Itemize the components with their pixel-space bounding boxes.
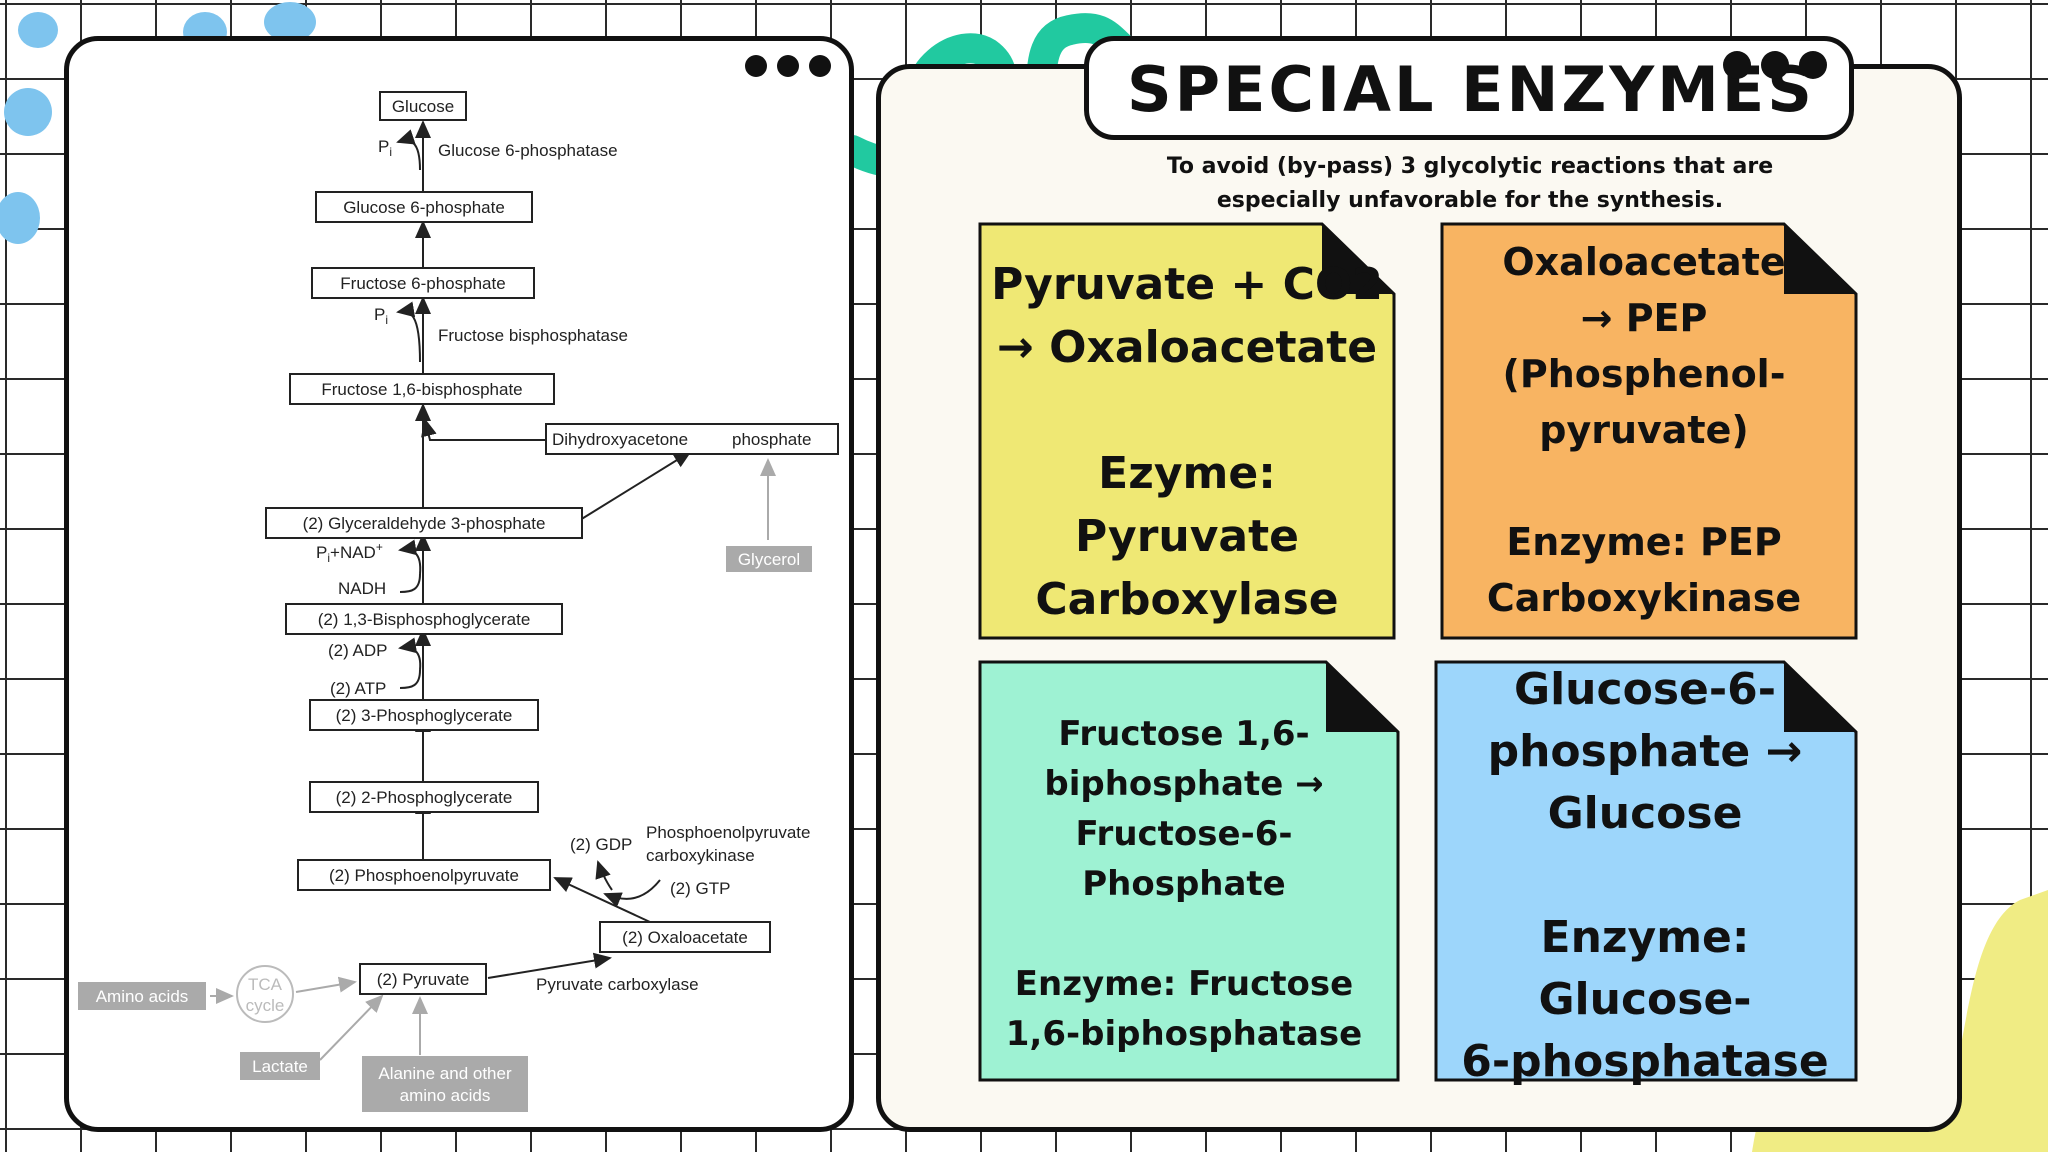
label-pyruvate-carboxylase: Pyruvate carboxylase xyxy=(536,975,699,994)
dot-icon xyxy=(1799,51,1827,79)
box-alanine-line1: Alanine and other xyxy=(378,1064,512,1083)
note-shape xyxy=(1434,660,1858,1082)
label-pi-nad: Pi+NAD+ xyxy=(316,540,383,565)
box-alanine-line2: amino acids xyxy=(400,1086,491,1105)
box-glyceraldehyde-3-phosphate: (2) Glyceraldehyde 3-phosphate xyxy=(303,514,546,533)
label-nadh: NADH xyxy=(338,579,386,598)
box-dhap-part2: phosphate xyxy=(732,430,811,449)
label-pi-2: Pi xyxy=(374,305,388,327)
box-oxaloacetate: (2) Oxaloacetate xyxy=(622,928,748,947)
box-fructose-1-6-bisphosphate: Fructose 1,6-bisphosphate xyxy=(321,380,522,399)
dot-icon xyxy=(809,55,831,77)
title-banner: SPECIAL ENZYMES xyxy=(1084,36,1854,140)
box-glucose: Glucose xyxy=(392,97,454,116)
card-text: Oxaloacetate → PEP (Phosphenol- pyruvate… xyxy=(1486,240,1802,620)
note-shape xyxy=(978,660,1400,1082)
dot-icon xyxy=(777,55,799,77)
box-3-phosphoglycerate: (2) 3-Phosphoglycerate xyxy=(336,706,513,725)
label-pepck-line1: Phosphoenolpyruvate xyxy=(646,823,810,842)
enzyme-card-pep-carboxykinase: Oxaloacetate → PEP (Phosphenol- pyruvate… xyxy=(1440,222,1858,640)
box-pyruvate: (2) Pyruvate xyxy=(377,970,470,989)
card-text: Pyruvate + CO2 → Oxaloacetate Ezyme: Pyr… xyxy=(991,259,1383,625)
tca-cycle-label-1: TCA xyxy=(248,975,283,994)
box-phosphoenolpyruvate: (2) Phosphoenolpyruvate xyxy=(329,866,519,885)
label-pepck-line2: carboxykinase xyxy=(646,846,755,865)
enzyme-card-pyruvate-carboxylase: Pyruvate + CO2 → Oxaloacetate Ezyme: Pyr… xyxy=(978,222,1396,640)
note-shape xyxy=(1440,222,1858,640)
label-atp: (2) ATP xyxy=(330,679,386,698)
label-gtp: (2) GTP xyxy=(670,879,730,898)
box-2-phosphoglycerate: (2) 2-Phosphoglycerate xyxy=(336,788,513,807)
gluconeogenesis-pathway-diagram: Glucose Glucose 6-phosphate Fructose 6-p… xyxy=(78,91,839,1112)
dot-icon xyxy=(745,55,767,77)
dot-icon xyxy=(1723,51,1751,79)
page-title: SPECIAL ENZYMES xyxy=(1127,53,1815,126)
box-glucose-6-phosphate: Glucose 6-phosphate xyxy=(343,198,505,217)
card-text: Fructose 1,6- biphosphate → Fructose-6- … xyxy=(1005,714,1363,1054)
box-dhap-part1: Dihydroxyacetone xyxy=(552,430,688,449)
label-adp: (2) ADP xyxy=(328,641,388,660)
window-dots-left xyxy=(745,55,831,77)
box-lactate: Lactate xyxy=(252,1057,308,1076)
box-amino-acids: Amino acids xyxy=(96,987,189,1006)
page-subtitle: To avoid (by-pass) 3 glycolytic reaction… xyxy=(1166,154,1774,213)
card-text: Glucose-6- phosphate → Glucose Enzyme: G… xyxy=(1461,664,1829,1087)
tca-cycle-label-2: cycle xyxy=(246,996,285,1015)
enzyme-card-glucose-6-phosphatase: Glucose-6- phosphate → Glucose Enzyme: G… xyxy=(1434,660,1858,1087)
window-dots-right xyxy=(1723,51,1827,79)
enzyme-card-fructose-biphosphatase: Fructose 1,6- biphosphate → Fructose-6- … xyxy=(978,660,1400,1082)
box-1-3-bisphosphoglycerate: (2) 1,3-Bisphosphoglycerate xyxy=(318,610,531,629)
label-glucose-6-phosphatase: Glucose 6-phosphatase xyxy=(438,141,618,160)
label-fructose-bisphosphatase: Fructose bisphosphatase xyxy=(438,326,628,345)
box-fructose-6-phosphate: Fructose 6-phosphate xyxy=(340,274,505,293)
note-shape xyxy=(978,222,1396,640)
label-pi-1: Pi xyxy=(378,137,392,159)
label-gdp: (2) GDP xyxy=(570,835,632,854)
dot-icon xyxy=(1761,51,1789,79)
box-glycerol: Glycerol xyxy=(738,550,800,569)
